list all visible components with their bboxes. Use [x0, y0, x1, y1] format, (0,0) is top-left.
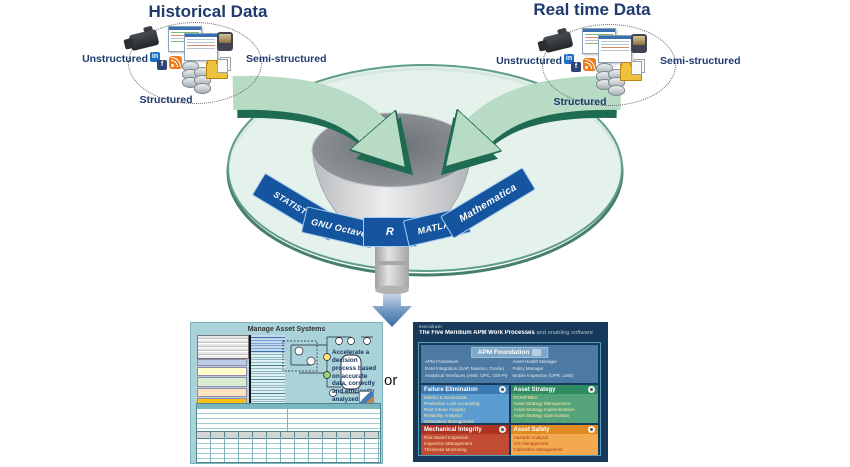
- list-item: APM Framework: [425, 359, 459, 364]
- photo-icon: [631, 34, 647, 53]
- failure-elimination-quadrant: Failure Elimination Metrics & Scorecards…: [421, 385, 509, 424]
- realtime-data-cluster: in f Unstructured Semi-structured Struct…: [484, 24, 754, 116]
- foundation-left-column: APM Framework EAM Integration (SAP, Maxi…: [425, 359, 513, 379]
- list-item: Metrics & Scorecards: [424, 395, 467, 400]
- asset-strategy-quadrant: Asset Strategy RCM/FMEA Asset Strategy M…: [510, 385, 598, 423]
- asset-strategy-icon: [588, 386, 595, 393]
- apm-foundation-title: APM Foundation: [477, 349, 530, 356]
- facebook-icon: f: [157, 60, 167, 70]
- list-item: Asset Strategy Implementation: [513, 406, 575, 412]
- historical-data-cluster: in f Unstructured Semi-structured Struct…: [70, 22, 340, 114]
- stem-base: [375, 285, 409, 295]
- cluster-ellipse-outline: [542, 24, 676, 106]
- failure-elimination-icon: [498, 386, 506, 393]
- decorative-table: [197, 335, 249, 359]
- meridium-title-bold: The Five Meridium APM Work Processes: [419, 330, 535, 336]
- list-item: RCM/FMEA: [513, 395, 538, 400]
- meridium-apm-panel: meridium The Five Meridium APM Work Proc…: [413, 322, 608, 462]
- semi-structured-label: Semi-structured: [660, 55, 741, 67]
- browser-window-icon: [598, 35, 632, 63]
- decorative-band: [197, 359, 247, 366]
- stem-band: [375, 261, 409, 265]
- apm-foundation-section: APM Foundation APM Framework EAM Integra…: [421, 345, 598, 383]
- list-item: Policy Manager: [512, 365, 544, 371]
- decorative-band: [197, 377, 247, 387]
- process-diagram: [282, 336, 373, 397]
- rss-icon: [169, 56, 182, 69]
- browser-window-icon: [184, 33, 218, 61]
- photo-icon: [217, 32, 233, 51]
- structured-label: Structured: [139, 94, 193, 106]
- list-item: SIS Management: [513, 440, 549, 446]
- decorative-band: [197, 388, 247, 397]
- linkedin-icon: in: [564, 54, 574, 64]
- meridium-title: The Five Meridium APM Work Processes and…: [419, 330, 605, 336]
- list-item: Asset Strategy Management: [513, 400, 571, 406]
- database-icon: [194, 67, 211, 94]
- list-item: EAM Integration (SAP, Maximo, Oracle): [425, 365, 504, 371]
- quadrant-title: Mechanical Integrity: [424, 426, 482, 433]
- semi-structured-label: Semi-structured: [246, 53, 327, 65]
- list-item: Reliability Analytics: [424, 412, 463, 418]
- quadrant-title: Asset Safety: [513, 426, 550, 433]
- manage-asset-systems-panel: Manage Asset Systems Accelerate a decisi…: [190, 322, 383, 464]
- facebook-icon: f: [571, 62, 581, 72]
- asset-systems-annotation: Accelerate a decision process based on a…: [332, 349, 377, 404]
- apm-foundation-banner: APM Foundation: [470, 347, 549, 358]
- quadrant-title: Failure Elimination: [424, 386, 478, 393]
- list-item: Thickness Monitoring: [424, 446, 467, 452]
- apm-foundation-icon: [532, 349, 542, 356]
- unstructured-label: Unstructured: [496, 55, 562, 67]
- quadrant-title: Asset Strategy: [513, 386, 556, 393]
- meridium-title-tail: and enabling software: [534, 330, 594, 336]
- mechanical-integrity-quadrant: Mechanical Integrity Risk Based Inspecti…: [421, 425, 509, 455]
- cluster-ellipse-outline: [128, 22, 262, 104]
- asset-systems-form-table: [196, 403, 381, 463]
- list-item: Root Cause Analysis: [424, 406, 466, 412]
- list-item: Inspection Management: [424, 440, 473, 446]
- foundation-right-column: Asset Health Manager Policy Manager Mobi…: [513, 359, 601, 379]
- list-item: Generation Management: [424, 418, 474, 424]
- folder-icon: [620, 59, 645, 81]
- list-item: Hazards Analysis: [513, 435, 549, 440]
- list-item: Risk Based Inspection: [424, 435, 469, 440]
- structured-label: Structured: [553, 96, 607, 108]
- list-item: Asset Strategy Optimization: [513, 412, 570, 418]
- decorative-band: [197, 367, 247, 376]
- folder-icon: [206, 57, 231, 79]
- list-item: Analytical Interfaces (AMS, OPC, OSI-PI): [425, 372, 508, 378]
- list-item: Calibration Management: [513, 446, 563, 452]
- rss-icon: [583, 58, 596, 71]
- list-item: Mobile Inspection (OPR, LMS): [512, 372, 574, 378]
- or-label: or: [384, 372, 398, 389]
- historical-data-title: Historical Data: [148, 2, 268, 21]
- mechanical-integrity-icon: [498, 426, 506, 433]
- realtime-data-title: Real time Data: [533, 0, 651, 19]
- meridium-logo: meridium: [419, 324, 443, 329]
- intake-arrow-left: [232, 75, 414, 176]
- list-item: Asset Health Manager: [512, 359, 558, 364]
- linkedin-icon: in: [150, 52, 160, 62]
- asset-safety-icon: [588, 426, 595, 433]
- output-arrow: [372, 294, 412, 327]
- database-icon: [608, 69, 625, 96]
- meridium-inner-frame: APM Foundation APM Framework EAM Integra…: [418, 342, 601, 456]
- list-item: Production Loss Accounting: [424, 400, 480, 406]
- asset-safety-quadrant: Asset Safety Hazards Analysis SIS Manage…: [510, 425, 598, 455]
- unstructured-label: Unstructured: [82, 53, 148, 65]
- asset-systems-title: Manage Asset Systems: [247, 326, 326, 333]
